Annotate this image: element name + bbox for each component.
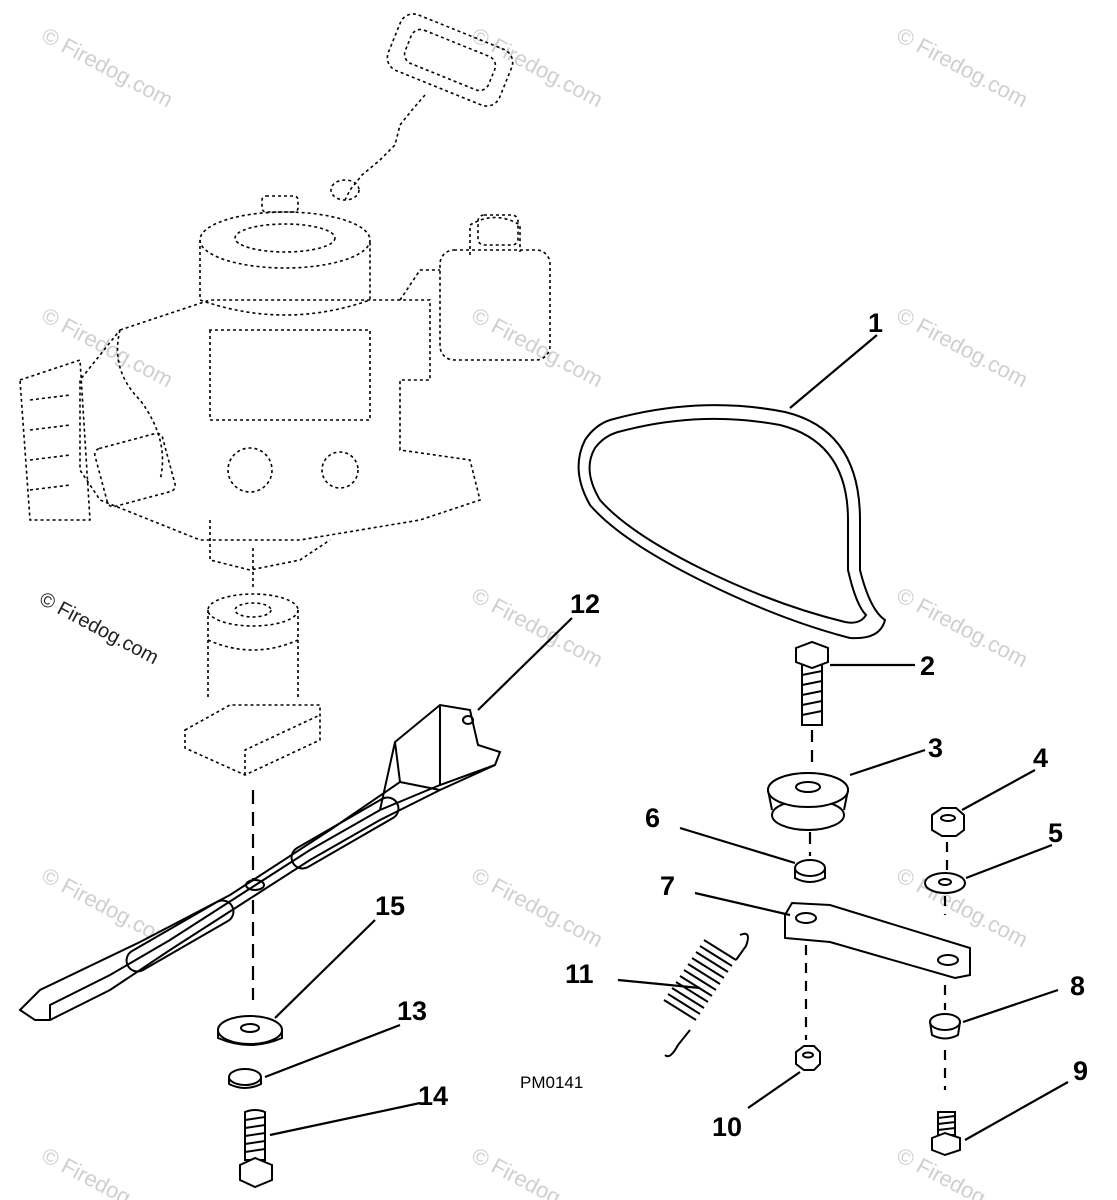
callout-11: 11 bbox=[565, 959, 594, 989]
callout-13: 13 bbox=[397, 996, 427, 1026]
mower-blade bbox=[18, 703, 502, 1021]
watermark: © Firedog.com bbox=[38, 1142, 177, 1200]
blade-bolt bbox=[239, 1109, 273, 1189]
watermark: © Firedog.com bbox=[36, 588, 162, 669]
callout-14: 14 bbox=[418, 1081, 448, 1111]
washer-right bbox=[924, 872, 966, 915]
extension-spring bbox=[663, 932, 749, 1058]
pulley-bolt bbox=[795, 640, 829, 770]
callout-9: 9 bbox=[1073, 1056, 1088, 1086]
drive-belt bbox=[577, 404, 887, 640]
callout-1: 1 bbox=[868, 308, 883, 338]
drawing-code: PM0141 bbox=[520, 1073, 583, 1092]
lock-nut-top bbox=[931, 807, 965, 870]
watermark: © Firedog.com bbox=[38, 302, 177, 392]
watermark: © Firedog.com bbox=[468, 302, 607, 392]
callout-6: 6 bbox=[645, 803, 660, 833]
lock-washer bbox=[228, 1068, 262, 1089]
callout-4: 4 bbox=[1033, 743, 1048, 773]
watermark: © Firedog.com bbox=[893, 1142, 1032, 1200]
watermark: © Firedog.com bbox=[893, 302, 1032, 392]
watermark: © Firedog.com bbox=[468, 1142, 607, 1200]
watermark: © Firedog.com bbox=[893, 582, 1032, 672]
idler-arm bbox=[784, 901, 971, 1040]
callout-5: 5 bbox=[1048, 818, 1063, 848]
idler-pulley bbox=[767, 772, 849, 856]
callout-10: 10 bbox=[712, 1112, 742, 1142]
spacer bbox=[794, 859, 826, 883]
engine-outline bbox=[19, 13, 551, 1000]
callout-2: 2 bbox=[920, 651, 935, 681]
watermark: © Firedog.com bbox=[468, 862, 607, 952]
leader-lines bbox=[264, 334, 1069, 1141]
watermark: © Firedog.com bbox=[38, 22, 177, 112]
watermark: © Firedog.com bbox=[468, 22, 607, 112]
nut-bottom bbox=[795, 1045, 821, 1071]
arm-bolt bbox=[931, 1111, 961, 1157]
callout-labels: 1 2 3 4 5 6 7 8 9 10 11 12 13 14 15 bbox=[375, 308, 1088, 1142]
callout-3: 3 bbox=[928, 733, 943, 763]
callout-15: 15 bbox=[375, 891, 405, 921]
callout-7: 7 bbox=[660, 871, 675, 901]
watermark: © Firedog.com bbox=[893, 22, 1032, 112]
callout-12: 12 bbox=[570, 589, 600, 619]
blade-washer bbox=[217, 1015, 283, 1046]
watermark-layer: © Firedog.com © Firedog.com © Firedog.co… bbox=[36, 22, 1032, 1200]
callout-8: 8 bbox=[1070, 971, 1085, 1001]
shoulder-spacer bbox=[929, 1013, 961, 1090]
